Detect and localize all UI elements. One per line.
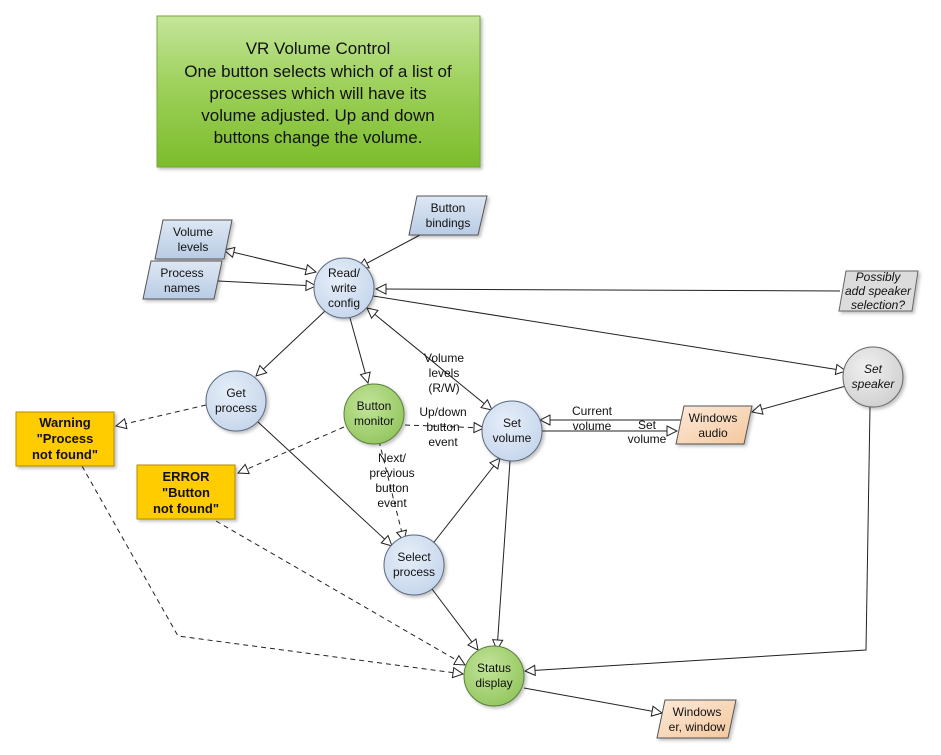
error-line-3: not found" xyxy=(153,501,219,516)
select-process-line-1: Select xyxy=(397,550,431,564)
process-names-line-1: Process xyxy=(160,266,203,280)
select-process-line-2: process xyxy=(393,565,435,579)
alert-node-error: ERROR "Button not found" xyxy=(136,464,236,520)
button-monitor-line-1: Button xyxy=(357,399,392,413)
warning-line-2: "Process xyxy=(37,431,94,446)
edge-label-set-volume: Set volume xyxy=(628,418,667,446)
edge-config-to-volume-levels xyxy=(224,250,316,272)
edge-config-to-button-monitor xyxy=(349,317,368,383)
warning-line-1: Warning xyxy=(39,415,91,430)
edge-process-names-to-config xyxy=(217,281,316,286)
edge-button-monitor-to-error xyxy=(238,426,345,473)
set-speaker-line-1: Set xyxy=(864,362,883,376)
edges xyxy=(81,234,871,713)
title-line-4: volume adjusted. Up and down xyxy=(201,106,434,125)
current-volume-line-1: Current xyxy=(572,404,613,418)
edge-label-volume-levels-rw: Volume levels (R/W) xyxy=(424,351,464,395)
edge-select-process-to-set-volume xyxy=(430,458,500,547)
title-line-2: One button selects which of a list of xyxy=(184,62,452,81)
windows-audio-line-2: audio xyxy=(698,426,728,440)
speaker-selection-line-3: selection? xyxy=(851,298,905,312)
read-write-config-line-2: write xyxy=(330,281,357,295)
button-bindings-line-2: bindings xyxy=(426,216,471,230)
volume-levels-rw-line-2: levels xyxy=(429,366,460,380)
process-node-status-display: Status display xyxy=(463,645,525,707)
get-process-line-1: Get xyxy=(226,386,246,400)
data-node-speaker-selection: Possibly add speaker selection? xyxy=(838,270,919,312)
up-down-event-line-3: event xyxy=(428,435,458,449)
edge-label-next-previous-event: Next/ previous button event xyxy=(369,451,414,510)
volume-levels-rw-line-3: (R/W) xyxy=(428,381,459,395)
edge-label-current-volume: Current volume xyxy=(572,404,613,433)
set-volume-line-1: Set xyxy=(503,416,522,430)
edge-select-process-to-status-display xyxy=(431,588,478,650)
process-node-read-write-config: Read/ write config xyxy=(313,257,375,319)
edge-warning-to-status-display xyxy=(81,465,463,674)
next-previous-event-line-1: Next/ xyxy=(378,451,407,465)
set-speaker-line-2: speaker xyxy=(852,377,896,391)
speaker-selection-line-2: add speaker xyxy=(845,284,912,298)
set-volume-edge-line-1: Set xyxy=(638,418,657,432)
data-node-windows-output: Windows er, window xyxy=(656,699,737,739)
data-node-process-names: Process names xyxy=(142,260,223,300)
title-line-1: VR Volume Control xyxy=(246,39,391,58)
up-down-event-line-1: Up/down xyxy=(419,405,466,419)
edge-set-speaker-to-windows-audio xyxy=(752,385,847,412)
edge-set-speaker-to-status-display xyxy=(525,406,871,671)
data-node-volume-levels: Volume levels xyxy=(154,219,233,260)
volume-levels-line-1: Volume xyxy=(173,225,213,239)
process-node-select-process: Select process xyxy=(383,534,445,596)
error-line-1: ERROR xyxy=(163,469,211,484)
status-display-line-1: Status xyxy=(477,661,511,675)
read-write-config-line-3: config xyxy=(328,296,360,310)
current-volume-line-2: volume xyxy=(573,419,612,433)
edge-button-monitor-to-select-process xyxy=(378,440,404,541)
edge-error-to-status-display xyxy=(215,520,465,665)
set-volume-line-2: volume xyxy=(493,431,532,445)
set-volume-edge-line-2: volume xyxy=(628,432,667,446)
process-node-set-volume: Set volume xyxy=(481,400,543,462)
process-node-set-speaker: Set speaker xyxy=(842,346,904,408)
alert-node-warning: Warning "Process not found" xyxy=(15,411,115,467)
edge-get-process-to-warning xyxy=(116,404,207,426)
edge-config-to-get-process xyxy=(256,310,326,376)
speaker-selection-line-1: Possibly xyxy=(856,270,902,284)
process-node-button-monitor: Button monitor xyxy=(343,383,405,445)
next-previous-event-line-2: previous xyxy=(369,466,414,480)
edge-status-display-to-windows-output xyxy=(523,687,662,713)
read-write-config-line-1: Read/ xyxy=(328,266,361,280)
edge-get-process-to-select-process xyxy=(257,421,392,546)
process-names-line-2: names xyxy=(164,281,200,295)
edge-set-volume-to-status-display xyxy=(497,460,511,650)
edge-speaker-selection-to-config xyxy=(376,289,841,291)
title-box: VR Volume Control One button selects whi… xyxy=(156,15,481,168)
windows-output-line-1: Windows xyxy=(673,705,722,719)
volume-levels-line-2: levels xyxy=(178,240,209,254)
data-node-windows-audio: Windows audio xyxy=(675,405,753,445)
edge-button-bindings-to-config xyxy=(358,234,421,268)
next-previous-event-line-3: button xyxy=(375,481,408,495)
status-display-line-2: display xyxy=(475,676,512,690)
next-previous-event-line-4: event xyxy=(377,496,407,510)
windows-audio-line-1: Windows xyxy=(689,411,738,425)
button-bindings-line-1: Button xyxy=(431,201,466,215)
windows-output-line-2: er, window xyxy=(669,720,726,734)
title-line-3: processes which will have its xyxy=(209,84,426,103)
error-line-2: "Button xyxy=(162,485,210,500)
edge-label-up-down-event: Up/down button event xyxy=(419,405,466,449)
title-line-5: buttons change the volume. xyxy=(214,128,423,147)
volume-levels-rw-line-1: Volume xyxy=(424,351,464,365)
up-down-event-line-2: button xyxy=(426,420,459,434)
edge-config-to-set-volume xyxy=(367,308,492,410)
edge-button-monitor-to-set-volume xyxy=(404,425,484,428)
button-monitor-line-2: monitor xyxy=(354,414,394,428)
process-node-get-process: Get process xyxy=(205,370,267,432)
data-node-button-bindings: Button bindings xyxy=(408,195,488,236)
get-process-line-2: process xyxy=(215,401,257,415)
warning-line-3: not found" xyxy=(32,447,98,462)
